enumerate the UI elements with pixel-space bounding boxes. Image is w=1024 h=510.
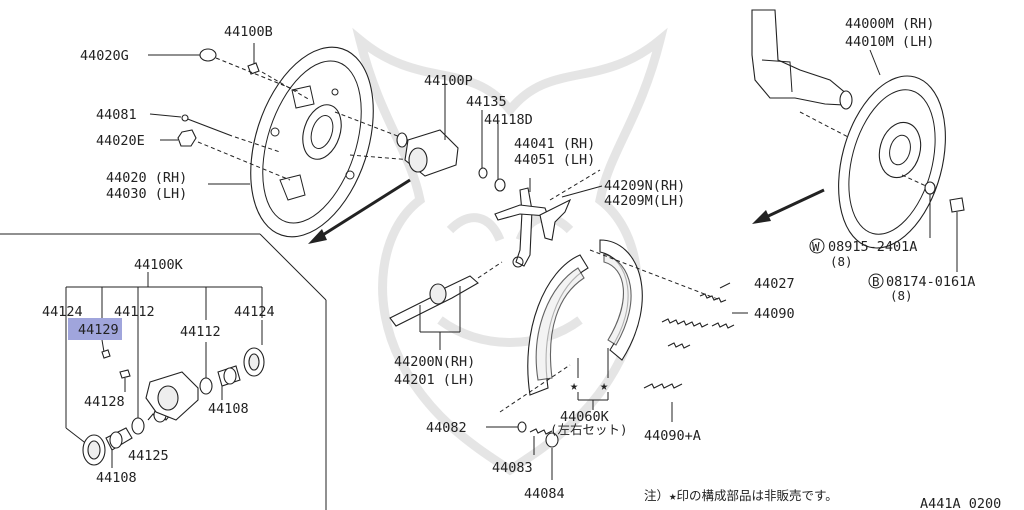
label-44020G: 44020G (80, 48, 129, 64)
label-44030-lh: 44030 (LH) (106, 186, 187, 202)
label-44209N: 44209N(RH) (604, 178, 685, 194)
label-44124-left: 44124 (42, 304, 83, 320)
label-44118D: 44118D (484, 112, 533, 128)
label-44128: 44128 (84, 394, 125, 410)
bolt-symbol (868, 273, 884, 289)
adjuster-44200N (389, 261, 503, 350)
inset-parts (82, 347, 265, 466)
inset-frame (0, 233, 327, 510)
star-left: ★ (570, 378, 578, 394)
washer-symbol (809, 238, 825, 254)
label-44000M: 44000M (RH) (845, 16, 934, 32)
label-44135: 44135 (466, 94, 507, 110)
label-44051-lh: 44051 (LH) (514, 152, 595, 168)
label-circle-w: W (812, 239, 820, 254)
label-44081: 44081 (96, 107, 137, 123)
label-44020E: 44020E (96, 133, 145, 149)
label-44201: 44201 (LH) (394, 372, 475, 388)
footnote: 注）★印の構成部品は非販売です。 (644, 488, 838, 503)
hub-drum-assembly (751, 9, 965, 272)
label-44108-right: 44108 (208, 401, 249, 417)
hold-down-parts (486, 364, 571, 480)
label-44090: 44090 (754, 306, 795, 322)
label-44041-rh: 44041 (RH) (514, 136, 595, 152)
label-08174-qty: (8) (890, 288, 913, 303)
diagram-code: A441A 0200 (920, 496, 1001, 510)
label-44060K-set: (左右セット) (550, 422, 628, 437)
small-parts-44135-44118D (478, 110, 506, 192)
label-44112-top: 44112 (114, 304, 155, 320)
backing-plate-assembly (148, 43, 413, 244)
label-44209M: 44209M(LH) (604, 193, 685, 209)
label-44083: 44083 (492, 460, 533, 476)
label-44108-left: 44108 (96, 470, 137, 486)
label-08174: 08174-0161A (886, 274, 975, 290)
parking-lever-44041 (494, 169, 603, 268)
label-44060K: 44060K (560, 409, 610, 425)
label-44010M: 44010M (LH) (845, 34, 934, 50)
label-44200N: 44200N(RH) (394, 354, 475, 370)
label-44112-right: 44112 (180, 324, 221, 340)
part-labels: 44020G 44100B 44081 44020E 44020 (RH) 44… (42, 16, 1001, 510)
return-springs (643, 282, 748, 422)
label-08915-qty: (8) (830, 254, 853, 269)
label-circle-b: B (872, 274, 880, 289)
label-44125: 44125 (128, 448, 169, 464)
label-44100P: 44100P (424, 73, 473, 89)
brake-shoes-44060K (527, 239, 721, 410)
label-44124-right: 44124 (234, 304, 275, 320)
label-44100B: 44100B (224, 24, 273, 40)
label-44084: 44084 (524, 486, 565, 502)
wheel-cylinder-44100P (396, 85, 459, 177)
highlight-44129 (68, 318, 122, 340)
label-44090A: 44090+A (644, 428, 701, 444)
label-08915: 08915-2401A (828, 239, 917, 255)
label-44129: 44129 (78, 322, 119, 338)
label-44082: 44082 (426, 420, 467, 436)
label-44020-rh: 44020 (RH) (106, 170, 187, 186)
star-right: ★ (600, 378, 608, 394)
label-44027: 44027 (754, 276, 795, 292)
label-44100K: 44100K (134, 257, 184, 273)
